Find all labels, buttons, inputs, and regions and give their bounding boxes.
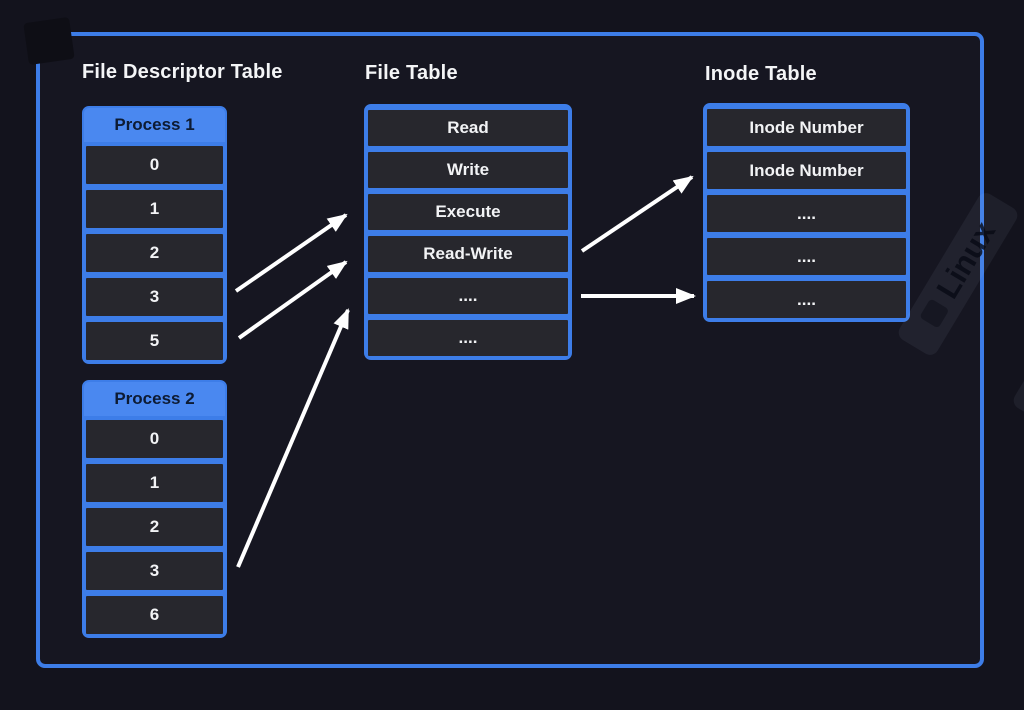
process2-row: 0	[84, 418, 225, 460]
process1-header: Process 1	[84, 108, 225, 142]
inode-table-row: Inode Number	[705, 150, 908, 191]
file-descriptor-table-title: File Descriptor Table	[82, 61, 283, 83]
inode-table-title: Inode Table	[705, 63, 817, 85]
linux-logo-icon	[919, 298, 950, 329]
inode-table-row: ....	[705, 236, 908, 277]
inode-table-row: ....	[705, 193, 908, 234]
process1-row: 2	[84, 232, 225, 274]
process1-row: 1	[84, 188, 225, 230]
process1-row: 0	[84, 144, 225, 186]
process2-row: 6	[84, 594, 225, 636]
file-table-title: File Table	[365, 62, 458, 84]
process1-row: 3	[84, 276, 225, 318]
linux-watermark-partial: Linux	[1010, 257, 1024, 427]
file-table-row: Read-Write	[366, 234, 570, 274]
file-table-row: ....	[366, 318, 570, 358]
process2-row: 1	[84, 462, 225, 504]
file-table-row: Write	[366, 150, 570, 190]
process1-row: 5	[84, 320, 225, 362]
process2-row: 2	[84, 506, 225, 548]
inode-table-row: Inode Number	[705, 107, 908, 148]
process2-header: Process 2	[84, 382, 225, 416]
file-table-row: Execute	[366, 192, 570, 232]
file-table-row: Read	[366, 108, 570, 148]
corner-shade	[23, 17, 75, 65]
process2-row: 3	[84, 550, 225, 592]
inode-table-row: ....	[705, 279, 908, 320]
file-table-row: ....	[366, 276, 570, 316]
